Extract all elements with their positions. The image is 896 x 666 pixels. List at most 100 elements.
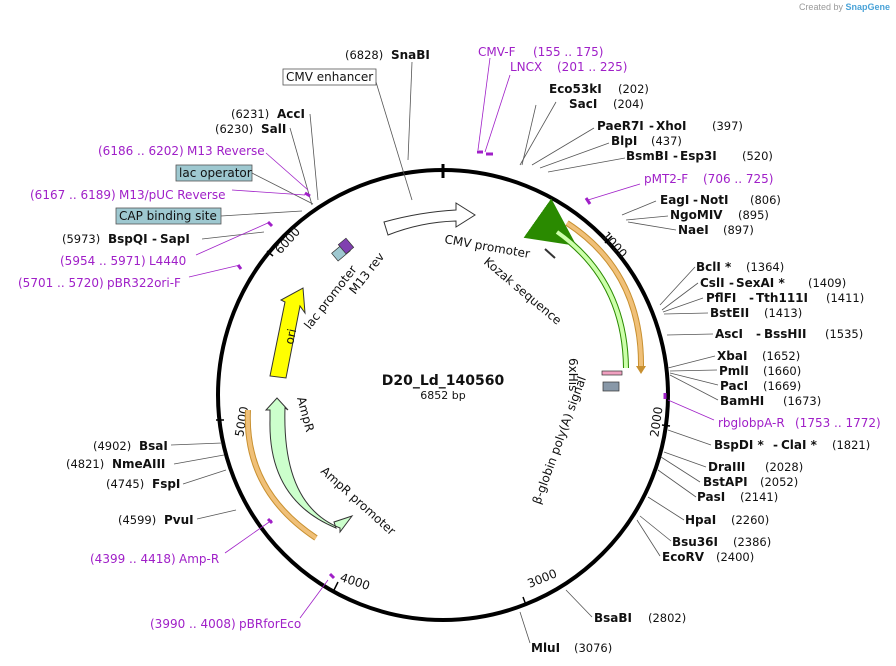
pmli-name: PmlI xyxy=(719,364,749,378)
bsteii-name: BstEII xyxy=(710,306,749,320)
tick-2000: 2000 xyxy=(647,406,665,438)
blpi-num: (437) xyxy=(651,134,682,148)
bsmbi-num: (520) xyxy=(742,149,773,163)
cmv-enhancer-label: CMV enhancer xyxy=(286,70,373,84)
xbai-name: XbaI xyxy=(717,349,747,363)
paci-num: (1669) xyxy=(763,379,801,393)
bsmbi-name: BsmBI xyxy=(626,149,668,163)
l4440-range: (5954 .. 5971) xyxy=(60,254,146,268)
kozak-label: Kozak sequence xyxy=(481,255,564,328)
pasi-num: (2141) xyxy=(740,490,778,504)
tick-marks xyxy=(216,235,671,606)
lncx-name: LNCX xyxy=(510,60,542,74)
kozak-mark xyxy=(544,248,556,259)
bamhi-num: (1673) xyxy=(783,394,821,408)
fspi-num: (4745) xyxy=(106,477,144,491)
sali-num: (6230) xyxy=(215,122,253,136)
plasmid-name: D20_Ld_140560 xyxy=(382,373,505,389)
eco53ki-num: (202) xyxy=(618,82,649,96)
orf-reverse-fill xyxy=(565,221,644,368)
bspqi-num: (5973) xyxy=(62,232,100,246)
svg-text:-: - xyxy=(693,193,698,207)
saci-name: SacI xyxy=(569,97,597,111)
svg-text:-: - xyxy=(649,119,654,133)
bsu36i-num: (2386) xyxy=(733,535,771,549)
bsshii-name: BssHII xyxy=(764,327,806,341)
draiii-name: DraIII xyxy=(708,460,745,474)
eco53ki-name: Eco53kI xyxy=(549,82,602,96)
orf-reverse-head xyxy=(636,366,646,374)
ampr-primer-range: (4399 .. 4418) xyxy=(90,552,176,566)
polya-label: β-globin poly(A) signal xyxy=(530,374,589,506)
plasmid-size: 6852 bp xyxy=(420,389,465,402)
saci-num: (204) xyxy=(613,97,644,111)
primer-leaders xyxy=(188,57,715,619)
ecorv-num: (2400) xyxy=(716,550,754,564)
svg-text:-: - xyxy=(773,438,778,452)
ampr-arrow xyxy=(264,397,354,534)
hpai-name: HpaI xyxy=(685,513,716,527)
tick-3000: 3000 xyxy=(525,566,559,590)
rbglobpa-name: rbglobpA-R xyxy=(718,416,785,430)
tick-4000: 4000 xyxy=(338,570,371,593)
pvui-name: PvuI xyxy=(164,513,194,527)
enzyme-leaders xyxy=(170,61,719,644)
ampr-label: AmpR xyxy=(294,395,317,433)
sapi-name: SapI xyxy=(160,232,190,246)
bcli-name: BclI * xyxy=(696,260,732,274)
m13rev-range: (6186 .. 6202) xyxy=(98,144,184,158)
credit-brand: SnapGene xyxy=(845,2,890,12)
snabi-name: SnaBI xyxy=(391,48,430,62)
svg-text:-: - xyxy=(729,276,734,290)
pflfi-name: PflFI xyxy=(706,291,736,305)
pasi-name: PasI xyxy=(697,490,725,504)
primer-marks xyxy=(236,150,667,580)
bstapi-name: BstAPI xyxy=(703,475,748,489)
pvui-num: (4599) xyxy=(118,513,156,527)
clai-name: ClaI * xyxy=(781,438,818,452)
svg-text:-: - xyxy=(152,232,157,246)
bsteii-num: (1413) xyxy=(764,306,802,320)
ngomiv-name: NgoMIV xyxy=(670,208,723,222)
m13puc-name: M13/pUC Reverse xyxy=(119,188,226,202)
cap-site-label: CAP binding site xyxy=(119,209,217,223)
paci-name: PacI xyxy=(720,379,748,393)
pbrforeco-range: (3990 .. 4008) xyxy=(150,617,236,631)
bspdi-name: BspDI * xyxy=(714,438,764,452)
noti-name: NotI xyxy=(700,193,729,207)
nmeaiii-num: (4821) xyxy=(66,457,104,471)
asci-name: AscI xyxy=(715,327,743,341)
paer7i-num: (397) xyxy=(712,119,743,133)
csli-name: CslI xyxy=(700,276,725,290)
orf-forward-fill xyxy=(555,230,628,369)
bsu36i-name: Bsu36I xyxy=(672,535,718,549)
eagi-num: (806) xyxy=(750,193,781,207)
eagi-name: EagI xyxy=(660,193,689,207)
ampr-promoter-label: AmpR promoter xyxy=(318,464,398,538)
ampr-orf-fill xyxy=(245,409,318,540)
lac-operator-label: lac operator xyxy=(179,166,252,180)
esp3i-name: Esp3I xyxy=(680,149,717,163)
pbrforeco-name: pBRforEco xyxy=(239,617,301,631)
svg-text:-: - xyxy=(673,149,678,163)
pmli-num: (1660) xyxy=(763,364,801,378)
mlui-num: (3076) xyxy=(574,641,612,655)
paer7i-name: PaeR7I xyxy=(597,119,644,133)
snabi-num: (6828) xyxy=(345,48,383,62)
his6-label: 6xHis xyxy=(566,358,580,391)
cmvf-range: (155 .. 175) xyxy=(533,45,603,59)
cmv-promoter-arrow xyxy=(383,202,476,236)
m13puc-range: (6167 .. 6189) xyxy=(30,188,116,202)
ampr-primer-name: Amp-R xyxy=(179,552,219,566)
pmt2f-range: (706 .. 725) xyxy=(703,172,773,186)
xhoi-name: XhoI xyxy=(656,119,687,133)
acci-name: AccI xyxy=(277,107,305,121)
pmt2f-name: pMT2-F xyxy=(644,172,688,186)
m13rev-box xyxy=(337,237,355,255)
nmeaiii-name: NmeAIII xyxy=(112,457,165,471)
acci-num: (6231) xyxy=(231,107,269,121)
bcli-num: (1364) xyxy=(746,260,784,274)
sali-name: SalI xyxy=(261,122,286,136)
bsabi-num: (2802) xyxy=(648,611,686,625)
